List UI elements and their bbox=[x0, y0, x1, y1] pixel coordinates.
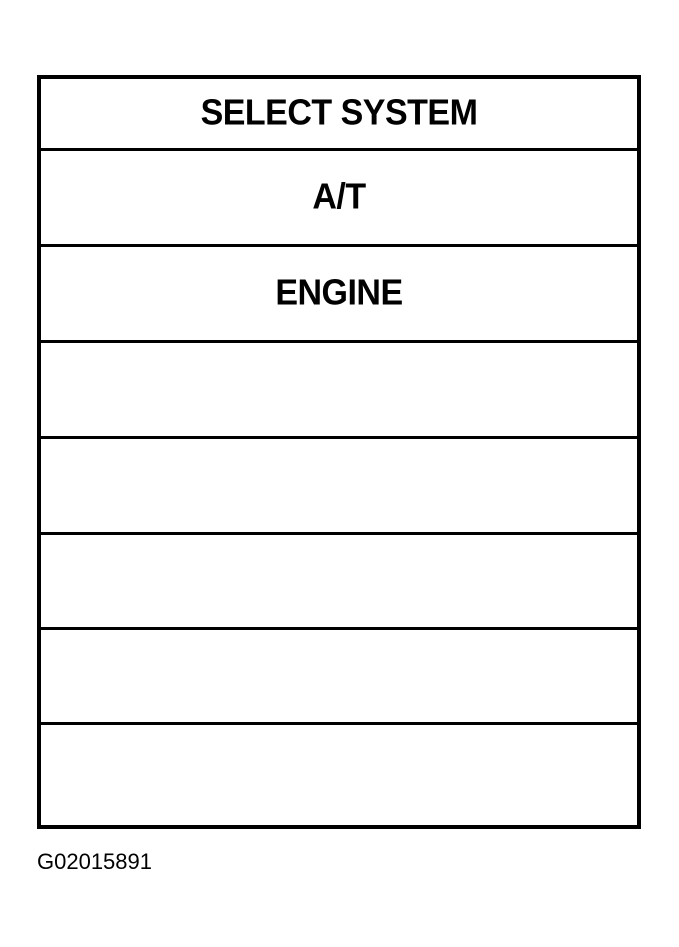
menu-item-empty-5[interactable] bbox=[41, 722, 637, 825]
menu-title: SELECT SYSTEM bbox=[200, 93, 478, 133]
menu-item-engine[interactable]: ENGINE bbox=[41, 244, 637, 340]
menu-item-empty-2[interactable] bbox=[41, 436, 637, 532]
figure-id: G02015891 bbox=[37, 849, 152, 874]
menu-item-empty-3[interactable] bbox=[41, 532, 637, 627]
menu-item-empty-4[interactable] bbox=[41, 627, 637, 722]
menu-item-label: ENGINE bbox=[275, 273, 403, 313]
menu-title-row: SELECT SYSTEM bbox=[41, 79, 637, 148]
menu-item-label: A/T bbox=[312, 177, 366, 217]
menu-item-empty-1[interactable] bbox=[41, 340, 637, 436]
scan-tool-screen: SELECT SYSTEM A/T ENGINE bbox=[37, 75, 641, 829]
menu-item-at[interactable]: A/T bbox=[41, 148, 637, 244]
